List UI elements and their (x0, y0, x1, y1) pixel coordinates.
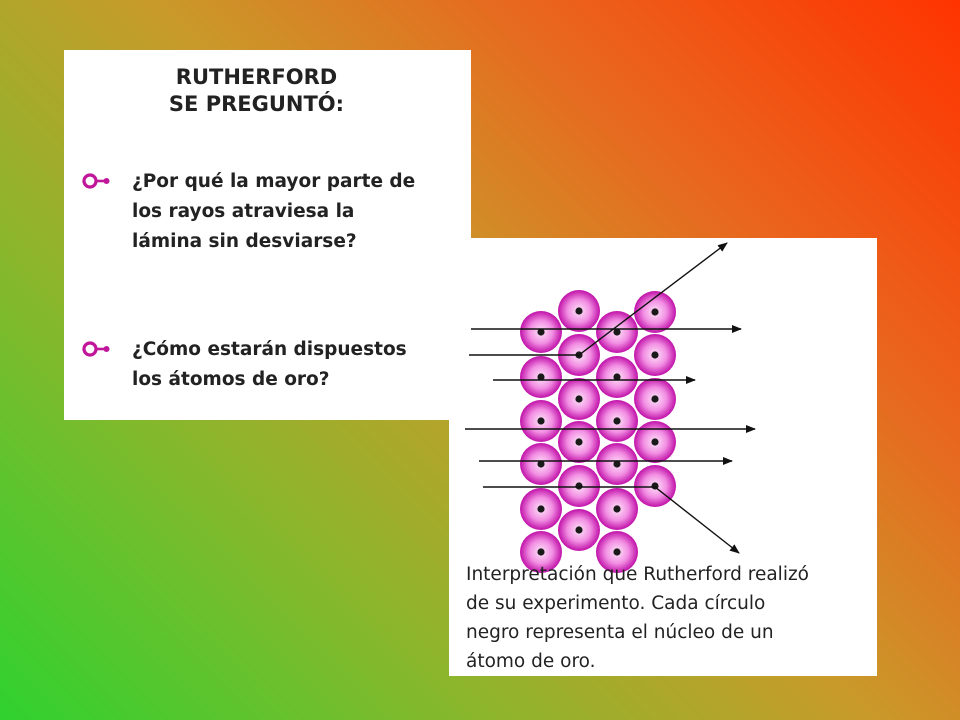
gold-atom (520, 311, 562, 353)
gold-atom (520, 531, 562, 573)
gold-atom (634, 291, 676, 333)
question-2-line-1: ¿Cómo estarán dispuestos (132, 339, 407, 360)
ray-deflected-up (469, 242, 728, 356)
gold-atom (520, 356, 562, 398)
gold-atom (520, 488, 562, 530)
gold-foil-diagram (465, 242, 756, 573)
caption-line-1: Interpretación que Rutherford realizó (466, 564, 809, 585)
caption-line-2: de su experimento. Cada círculo (466, 593, 766, 614)
gold-atom (596, 488, 638, 530)
question-2-line-2: los átomos de oro? (132, 369, 330, 390)
slide-title: RUTHERFORD SE PREGUNTÓ: (64, 64, 449, 118)
gold-atom (520, 400, 562, 442)
question-1-line-2: los rayos atraviesa la (132, 201, 355, 222)
question-1-line-1: ¿Por qué la mayor parte de (132, 171, 416, 192)
questions-card: RUTHERFORD SE PREGUNTÓ: ¿Por qué la mayo… (64, 50, 471, 420)
question-2: ¿Cómo estarán dispuestos los átomos de o… (132, 335, 462, 395)
caption-line-3: negro representa el núcleo de un (466, 622, 774, 643)
bullet-ring-icon (82, 173, 110, 189)
gold-atom (558, 290, 600, 332)
gold-atom (558, 378, 600, 420)
title-line-1: RUTHERFORD (175, 65, 338, 89)
atom-lattice (520, 290, 676, 573)
gold-atom (634, 465, 676, 507)
caption-line-4: átomo de oro. (466, 651, 596, 672)
gold-atom (520, 443, 562, 485)
diagram-card: Interpretación que Rutherford realizó de… (449, 238, 877, 676)
diagram-caption: Interpretación que Rutherford realizó de… (466, 560, 871, 676)
gold-atom (596, 400, 638, 442)
gold-atom (596, 311, 638, 353)
gold-atom (634, 378, 676, 420)
question-1-line-3: lámina sin desviarse? (132, 231, 357, 252)
gold-atom (634, 421, 676, 463)
gold-atom (558, 421, 600, 463)
ray-deflected-down (483, 486, 740, 554)
title-line-2: SE PREGUNTÓ: (168, 92, 345, 116)
gold-atom (634, 334, 676, 376)
gold-atom (596, 531, 638, 573)
gold-atom (596, 443, 638, 485)
gold-atom (558, 465, 600, 507)
alpha-rays (465, 242, 756, 554)
gold-atom (558, 509, 600, 551)
question-1: ¿Por qué la mayor parte de los rayos atr… (132, 167, 462, 257)
bullet-ring-icon (82, 341, 110, 357)
gold-atom (596, 356, 638, 398)
